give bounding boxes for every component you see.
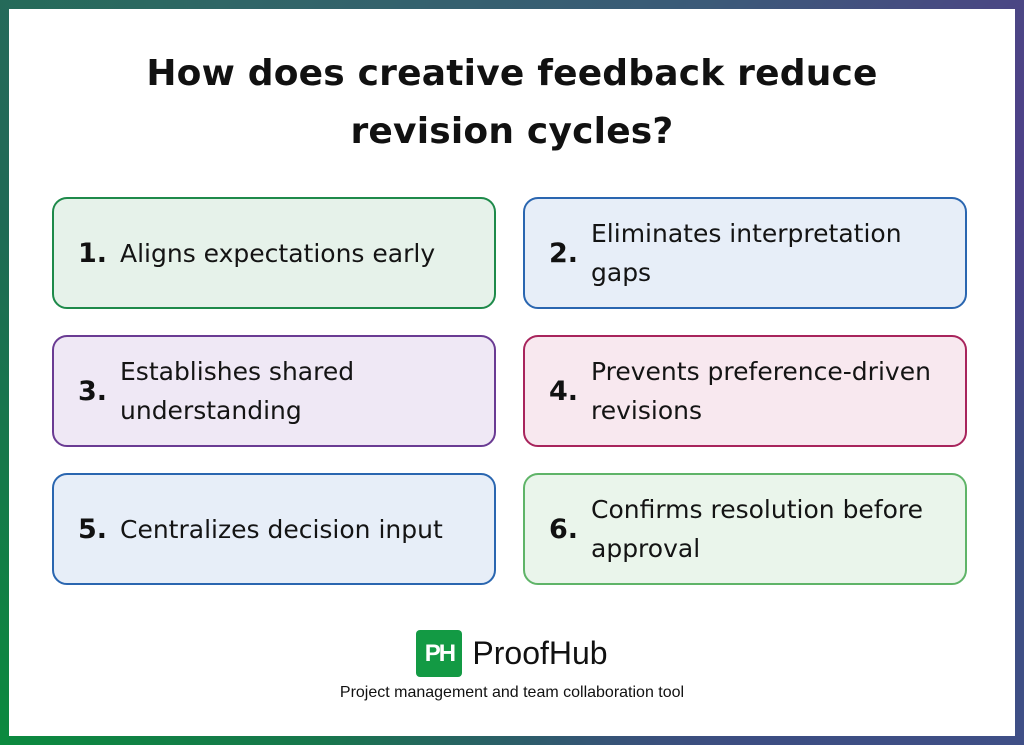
infographic-canvas: How does creative feedback reduce revisi… — [9, 9, 1015, 736]
page-title: How does creative feedback reduce revisi… — [9, 45, 1015, 161]
card-eliminates-gaps: 2. Eliminates interpretation gaps — [523, 197, 967, 309]
card-number: 1. — [78, 237, 108, 269]
card-text: Confirms resolution before approval — [591, 495, 924, 563]
card-text: Prevents preference-driven revisions — [591, 357, 931, 425]
card-shared-understanding: 3. Establishes shared understanding — [52, 335, 496, 447]
card-number: 5. — [78, 513, 108, 545]
card-number: 2. — [549, 237, 579, 269]
card-prevents-revisions: 4. Prevents preference-driven revisions — [523, 335, 967, 447]
card-number: 6. — [549, 513, 579, 545]
card-text: Centralizes decision input — [120, 514, 443, 544]
brand-name: ProofHub — [472, 635, 608, 671]
card-text: Eliminates interpretation gaps — [591, 219, 902, 287]
title-line-2: revision cycles? — [350, 111, 674, 152]
proofhub-logo-icon: PH — [416, 630, 463, 677]
brand-logo: PH ProofHub — [9, 630, 1015, 677]
card-confirms-resolution: 6. Confirms resolution before approval — [523, 473, 967, 585]
card-text: Establishes shared understanding — [120, 357, 355, 425]
brand-tagline: Project management and team collaboratio… — [339, 684, 685, 701]
card-text: Aligns expectations early — [120, 238, 436, 268]
card-number: 4. — [549, 375, 579, 407]
card-centralizes-input: 5. Centralizes decision input — [52, 473, 496, 585]
title-line-1: How does creative feedback reduce — [146, 53, 878, 94]
card-number: 3. — [78, 375, 108, 407]
card-aligns-expectations: 1. Aligns expectations early — [52, 197, 496, 309]
